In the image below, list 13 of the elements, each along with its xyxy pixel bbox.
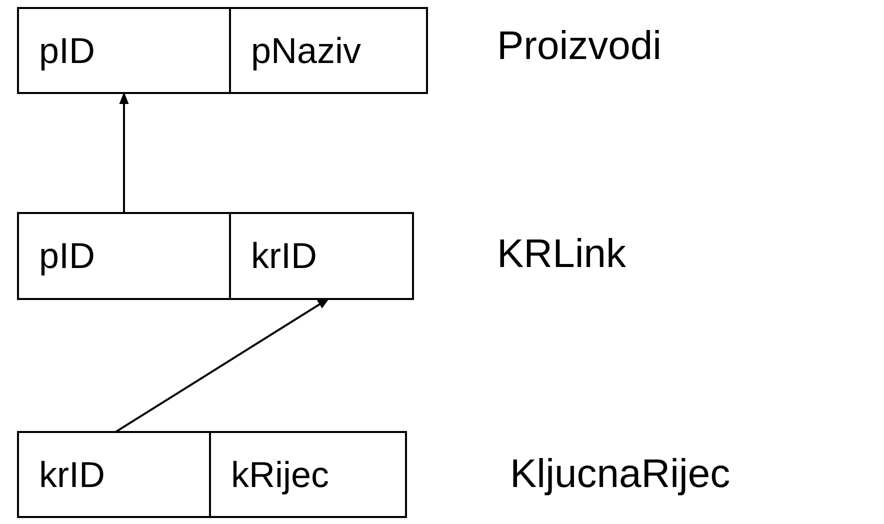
table-name: KljucnaRijec — [510, 452, 730, 497]
table-name: Proizvodi — [497, 24, 662, 69]
table-box — [17, 212, 414, 300]
arrow — [119, 92, 129, 214]
column-name: kRijec — [231, 454, 330, 496]
column-name: pID — [39, 235, 96, 277]
table-box — [17, 431, 407, 518]
column-name: pNaziv — [251, 30, 362, 72]
table-name: KRLink — [497, 232, 626, 277]
table-box — [17, 7, 428, 94]
column-name: krID — [251, 235, 317, 277]
column-name: pID — [39, 30, 96, 72]
column-name: krID — [39, 454, 105, 496]
